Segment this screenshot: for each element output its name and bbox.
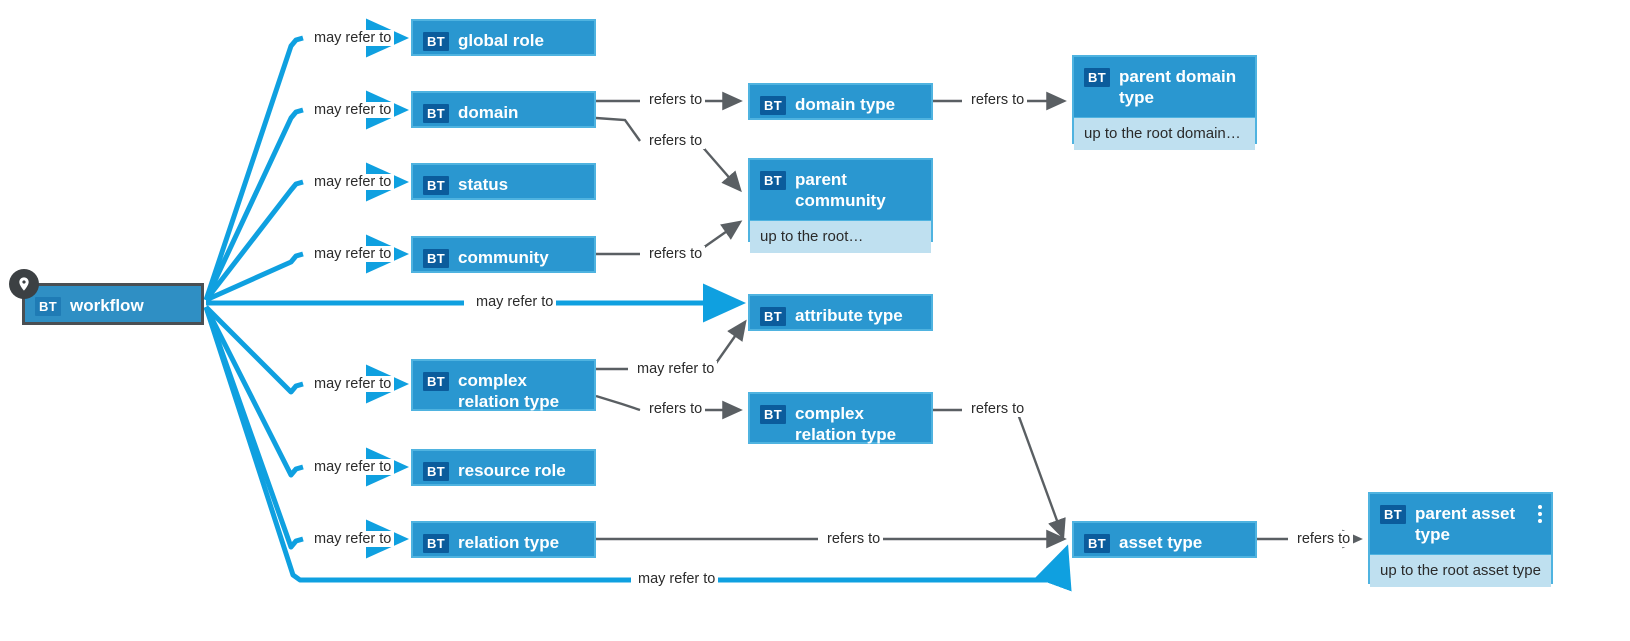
edge-workflow-community bbox=[204, 251, 304, 303]
map-pin-icon[interactable] bbox=[9, 269, 39, 299]
edge-label-e16: refers to bbox=[968, 401, 1028, 417]
edge-label-e12: refers to bbox=[646, 246, 706, 262]
bt-badge-icon: BT bbox=[1380, 505, 1406, 524]
edge-label-e13: refers to bbox=[968, 92, 1028, 108]
edge-workflow-resource-role bbox=[203, 305, 304, 478]
kebab-menu-icon[interactable] bbox=[1538, 505, 1542, 523]
bt-badge-icon: BT bbox=[760, 96, 786, 115]
node-status[interactable]: BT status bbox=[411, 163, 596, 200]
node-label-resource_role: resource role bbox=[458, 461, 566, 480]
node-label-status: status bbox=[458, 175, 509, 194]
node-parent_community[interactable]: BT parent community up to the root… bbox=[748, 158, 933, 253]
edge-workflow-global-role bbox=[203, 35, 304, 301]
node-header-global_role: BT global role bbox=[413, 21, 594, 60]
node-attribute_type[interactable]: BT attribute type bbox=[748, 294, 933, 331]
edge-label-e7: may refer to bbox=[311, 459, 395, 475]
node-footer-parent_asset_type: up to the root asset type bbox=[1370, 554, 1551, 587]
node-header-workflow: BT workflow bbox=[25, 286, 201, 325]
node-header-domain: BT domain bbox=[413, 93, 594, 132]
bt-badge-icon: BT bbox=[423, 462, 449, 481]
node-domain_type[interactable]: BT domain type bbox=[748, 83, 933, 120]
node-label-domain_type: domain type bbox=[795, 95, 896, 114]
node-footer-parent_domain_type: up to the root domain… bbox=[1074, 117, 1255, 150]
edge-workflow-domain bbox=[203, 107, 304, 302]
edge-workflow-relation-type bbox=[203, 306, 304, 550]
node-label-community: community bbox=[458, 248, 549, 267]
node-workflow[interactable]: BT workflow bbox=[22, 283, 204, 325]
edge-label-e14: may refer to bbox=[634, 361, 718, 377]
node-header-parent_community: BT parent community bbox=[750, 160, 931, 220]
node-label-complex_relation_type: complex relation type bbox=[458, 371, 560, 411]
node-header-resource_role: BT resource role bbox=[413, 451, 594, 490]
bt-badge-icon: BT bbox=[423, 104, 449, 123]
edge-crt-leg-asset-type-b bbox=[1016, 413, 1066, 540]
bt-badge-icon: BT bbox=[1084, 534, 1110, 553]
node-label-attribute_type: attribute type bbox=[795, 306, 903, 325]
edge-complex-rt-attribute-type-b bbox=[713, 319, 747, 367]
edge-domain-parent-community-b bbox=[699, 143, 742, 193]
node-community[interactable]: BT community bbox=[411, 236, 596, 273]
node-label-global_role: global role bbox=[458, 31, 544, 50]
node-label-domain: domain bbox=[458, 103, 519, 122]
node-header-community: BT community bbox=[413, 238, 594, 277]
edge-label-e10: refers to bbox=[646, 92, 706, 108]
bt-badge-icon: BT bbox=[423, 534, 449, 553]
node-domain[interactable]: BT domain bbox=[411, 91, 596, 128]
edge-label-e18: refers to bbox=[1294, 531, 1354, 547]
edge-workflow-status bbox=[204, 179, 304, 302]
edge-label-e1: may refer to bbox=[311, 30, 395, 46]
edge-label-e5: may refer to bbox=[473, 294, 557, 310]
edge-workflow-asset-type-long bbox=[203, 306, 631, 583]
bt-badge-icon: BT bbox=[35, 297, 61, 316]
node-parent_domain_type[interactable]: BT parent domain type up to the root domai… bbox=[1072, 55, 1257, 150]
node-header-complex_relation_type: BT complex relation type bbox=[413, 361, 594, 421]
node-header-asset_type: BT asset type bbox=[1074, 523, 1255, 562]
edge-label-e15: refers to bbox=[646, 401, 706, 417]
node-label-parent_asset_type: parent asset type bbox=[1415, 504, 1516, 544]
node-complex_relation_type[interactable]: BT complex relation type bbox=[411, 359, 596, 411]
node-header-attribute_type: BT attribute type bbox=[750, 296, 931, 335]
edge-label-e6: may refer to bbox=[311, 376, 395, 392]
node-complex_relation_type_leg[interactable]: BT complex relation type leg bbox=[748, 392, 933, 465]
node-resource_role[interactable]: BT resource role bbox=[411, 449, 596, 486]
node-asset_type[interactable]: BT asset type bbox=[1072, 521, 1257, 558]
edge-label-e17: refers to bbox=[824, 531, 884, 547]
edge-community-parent-community-b bbox=[699, 220, 743, 251]
edge-label-e8: may refer to bbox=[311, 531, 395, 547]
node-label-parent_domain_type: parent domain type bbox=[1119, 67, 1237, 107]
edge-workflow-asset-type-head bbox=[712, 544, 1072, 592]
node-header-parent_domain_type: BT parent domain type bbox=[1074, 57, 1255, 117]
edge-domain-parent-community-a bbox=[595, 116, 641, 142]
edge-label-e3: may refer to bbox=[311, 174, 395, 190]
node-label-parent_community: parent community bbox=[795, 170, 886, 210]
edge-label-e4: may refer to bbox=[311, 246, 395, 262]
node-parent_asset_type[interactable]: BT parent asset type up to the root asset … bbox=[1368, 492, 1553, 587]
edge-workflow-complex-rt bbox=[204, 305, 304, 395]
node-footer-parent_community: up to the root… bbox=[750, 220, 931, 253]
node-relation_type[interactable]: BT relation type bbox=[411, 521, 596, 558]
bt-badge-icon: BT bbox=[423, 176, 449, 195]
node-label-workflow: workflow bbox=[70, 296, 144, 315]
bt-badge-icon: BT bbox=[423, 32, 449, 51]
bt-badge-icon: BT bbox=[760, 405, 786, 424]
node-label-relation_type: relation type bbox=[458, 533, 560, 552]
node-header-parent_asset_type: BT parent asset type bbox=[1370, 494, 1551, 554]
bt-badge-icon: BT bbox=[423, 249, 449, 268]
edge-label-e2: may refer to bbox=[311, 102, 395, 118]
node-header-complex_relation_type_leg: BT complex relation type leg bbox=[750, 394, 931, 475]
edge-complex-rt-leg-a bbox=[595, 394, 641, 412]
edge-label-e11: refers to bbox=[646, 133, 706, 149]
node-header-domain_type: BT domain type bbox=[750, 85, 931, 124]
edge-label-e9: may refer to bbox=[635, 571, 719, 587]
bt-badge-icon: BT bbox=[760, 171, 786, 190]
bt-badge-icon: BT bbox=[1084, 68, 1110, 87]
node-label-complex_relation_type_leg: complex relation type leg bbox=[795, 404, 897, 465]
bt-badge-icon: BT bbox=[423, 372, 449, 391]
node-header-relation_type: BT relation type bbox=[413, 523, 594, 562]
node-label-asset_type: asset type bbox=[1119, 533, 1203, 552]
node-global_role[interactable]: BT global role bbox=[411, 19, 596, 56]
bt-badge-icon: BT bbox=[760, 307, 786, 326]
node-header-status: BT status bbox=[413, 165, 594, 204]
